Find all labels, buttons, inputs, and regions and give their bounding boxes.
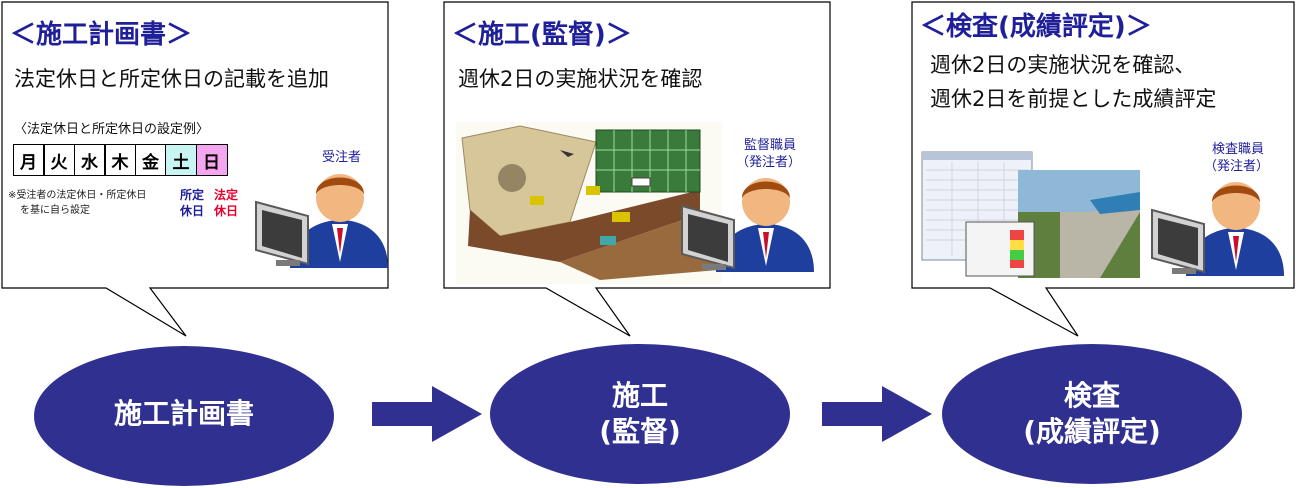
inspection-photo-illustration xyxy=(921,151,1140,278)
contractor-label: 受注者 xyxy=(322,150,362,165)
inspection-box-desc-2: 週休2日を前提とした成績評定 xyxy=(930,87,1217,111)
flow-step-construction-label: 施工 (監督) xyxy=(490,378,790,450)
day-wed: 水 xyxy=(73,144,106,176)
day-sat: 土 xyxy=(165,144,197,176)
flow-step-inspection-label: 検査 (成績評定) xyxy=(942,378,1242,450)
holiday-note-line-1: ※受注者の法定休日・所定休日 xyxy=(8,190,147,201)
supervisor-person-icon xyxy=(681,178,814,272)
inspection-box-desc-1: 週休2日の実施状況を確認、 xyxy=(930,53,1196,77)
flow-step-inspection-line-2: (成績評定) xyxy=(1023,415,1161,448)
day-tue: 火 xyxy=(43,144,75,176)
weekday-row: 月 火 水 木 金 土 日 xyxy=(12,144,228,176)
flow-step-inspection xyxy=(942,344,1242,484)
contractor-person-icon xyxy=(255,174,388,268)
flow-step-construction-line-1: 施工 xyxy=(611,379,668,412)
flow-step-plan-label: 施工計画書 xyxy=(34,396,334,432)
flow-step-plan xyxy=(34,346,334,486)
supervisor-label-1: 監督職員 xyxy=(744,138,797,153)
legal-holiday-label-2: 休日 xyxy=(214,204,239,218)
day-mon: 月 xyxy=(12,144,45,176)
day-sun: 日 xyxy=(195,144,228,176)
scheduled-holiday-label-2: 休日 xyxy=(180,204,205,218)
inspector-label-2: （発注者） xyxy=(1204,159,1270,174)
plan-box-desc: 法定休日と所定休日の記載を追加 xyxy=(14,67,329,91)
flow-step-inspection-line-1: 検査 xyxy=(1063,379,1120,412)
flow-step-construction xyxy=(490,344,790,484)
plan-box-title: ＜施工計画書＞ xyxy=(10,20,193,50)
flow-arrow-2 xyxy=(822,386,932,442)
inspector-person-icon xyxy=(1151,182,1284,276)
supervisor-label-2: （発注者） xyxy=(736,155,802,170)
flow-arrow-1 xyxy=(372,386,482,442)
legal-holiday-label-1: 法定 xyxy=(214,188,239,202)
construction-scene-illustration xyxy=(456,122,722,284)
scheduled-holiday-label-1: 所定 xyxy=(180,188,205,202)
holiday-example-caption: 〈法定休日と所定休日の設定例〉 xyxy=(14,122,210,137)
construction-box-desc: 週休2日の実施状況を確認 xyxy=(458,67,703,91)
flow-step-construction-line-2: (監督) xyxy=(599,415,681,448)
day-fri: 金 xyxy=(134,144,167,176)
inspection-box-title: ＜検査(成績評定)＞ xyxy=(920,12,1152,42)
holiday-note-line-2: を基に自ら設定 xyxy=(20,205,90,216)
inspector-label-1: 検査職員 xyxy=(1212,142,1265,157)
day-thu: 木 xyxy=(104,144,136,176)
construction-box-title: ＜施工(監督)＞ xyxy=(452,20,632,50)
flow-step-plan-line: 施工計画書 xyxy=(113,397,254,430)
